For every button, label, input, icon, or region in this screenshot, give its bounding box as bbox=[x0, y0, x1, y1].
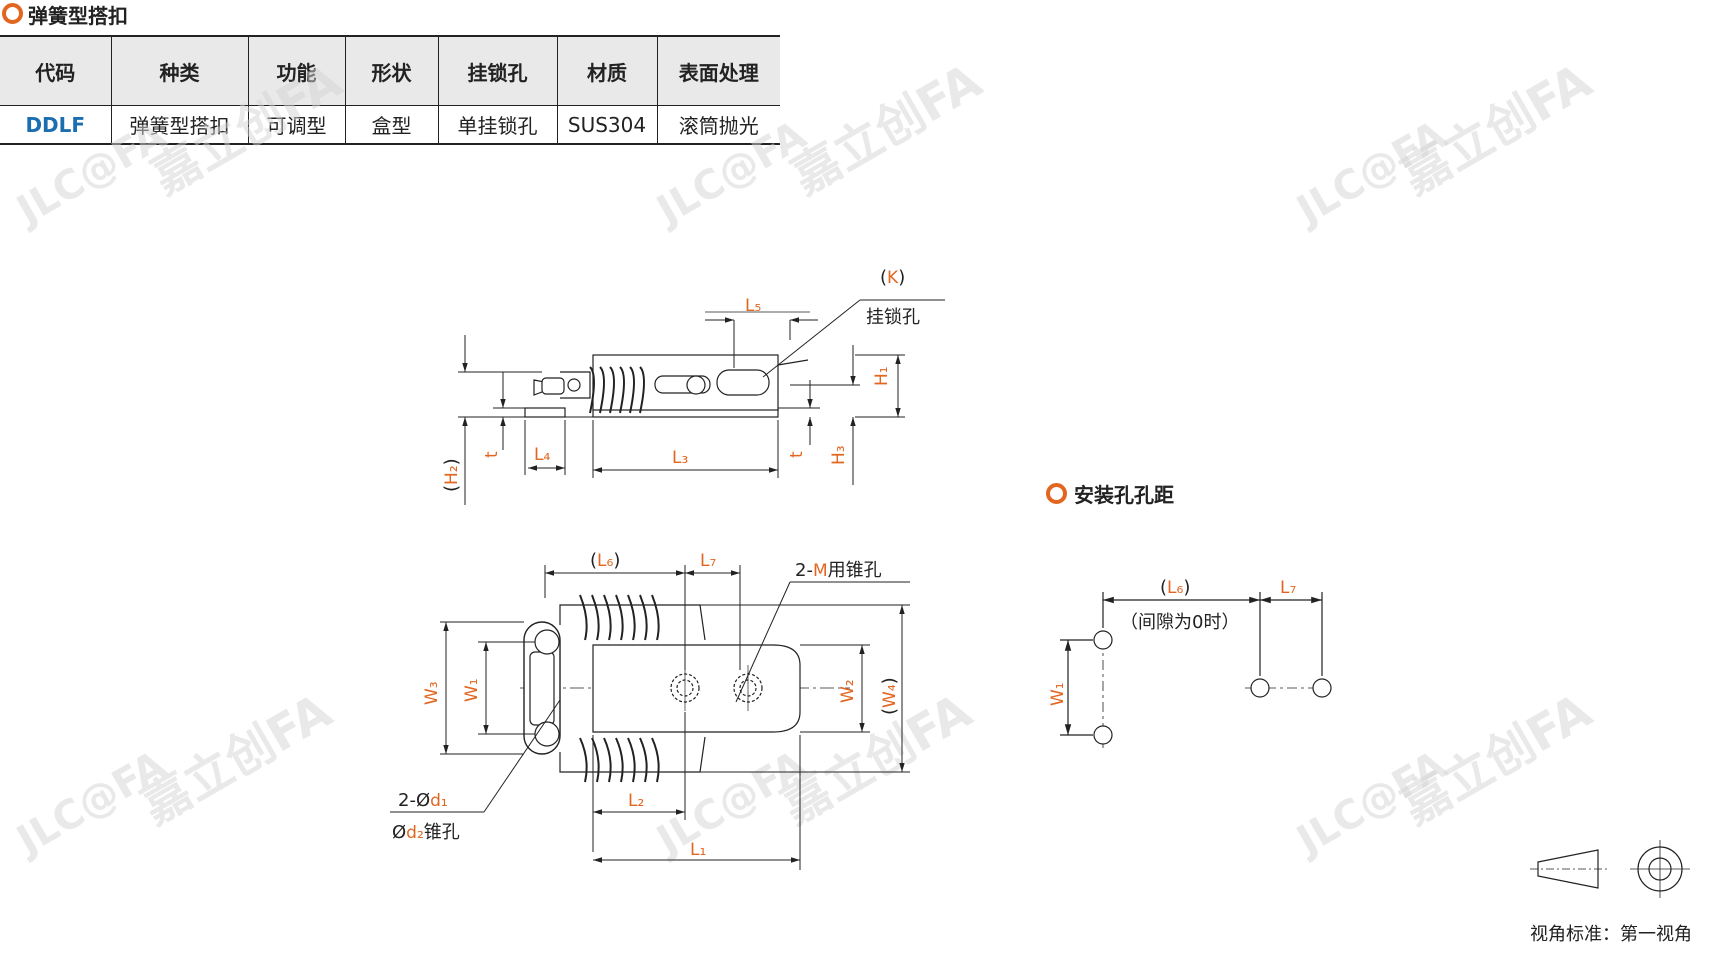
cell-material: SUS304 bbox=[557, 105, 658, 144]
col-header-function: 功能 bbox=[248, 36, 346, 106]
section-bullet-icon bbox=[2, 3, 23, 24]
dim-w4-label: (W₄) bbox=[879, 677, 900, 715]
col-header-shape: 形状 bbox=[345, 36, 439, 106]
spacing-l7-label: L₇ bbox=[1280, 578, 1296, 598]
col-header-material: 材质 bbox=[557, 36, 658, 106]
cell-function: 可调型 bbox=[248, 105, 346, 144]
dim-l5-label: L₅ bbox=[745, 296, 761, 316]
spring-shape bbox=[579, 594, 660, 783]
dim-t-label: t bbox=[787, 451, 807, 458]
hole-spacing-diagram bbox=[1060, 592, 1332, 748]
dim-h1-label: H₁ bbox=[872, 366, 892, 386]
dim-w3-label: W₃ bbox=[422, 681, 442, 705]
gap-note-label: （间隙为0时） bbox=[1120, 612, 1239, 633]
dim-t-label: t bbox=[482, 451, 502, 458]
col-header-surface: 表面处理 bbox=[657, 36, 780, 106]
dim-l4-label: L₄ bbox=[534, 445, 550, 465]
spacing-w1-label: W₁ bbox=[1048, 682, 1068, 706]
dim-l6-label: (L₆) bbox=[590, 550, 620, 571]
cell-code[interactable]: DDLF bbox=[0, 105, 112, 144]
padlock-slot-shape bbox=[716, 369, 770, 396]
dim-l7-label: L₇ bbox=[700, 551, 716, 571]
col-header-code: 代码 bbox=[0, 36, 112, 106]
dim-l3-label: L₃ bbox=[672, 448, 688, 468]
table-header-row: 代码 种类 功能 形状 挂锁孔 材质 表面处理 bbox=[0, 36, 780, 106]
hole-d1-label: 2-Ød₁ bbox=[398, 790, 448, 811]
cell-surface: 滚筒抛光 bbox=[657, 105, 780, 144]
view-standard-label: 视角标准：第一视角 bbox=[1530, 924, 1692, 945]
dim-l1-label: L₁ bbox=[690, 840, 706, 860]
cell-type: 弹簧型搭扣 bbox=[111, 105, 249, 144]
mount-hole-icon bbox=[1093, 630, 1113, 650]
section-bullet-icon bbox=[1046, 483, 1067, 504]
mount-hole-icon bbox=[1093, 725, 1113, 745]
table-row: DDLF 弹簧型搭扣 可调型 盒型 单挂锁孔 SUS304 滚筒抛光 bbox=[0, 105, 780, 144]
section-title-spring-latch: 弹簧型搭扣 bbox=[28, 4, 128, 28]
mount-hole-icon bbox=[1250, 678, 1270, 698]
padlock-hole-label: 挂锁孔 bbox=[866, 307, 920, 328]
top-view bbox=[520, 594, 850, 783]
hook-plate-shape bbox=[524, 407, 566, 418]
dim-l2-label: L₂ bbox=[628, 791, 644, 811]
spec-table: 代码 种类 功能 形状 挂锁孔 材质 表面处理 DDLF 弹簧型搭扣 可调型 盒… bbox=[0, 35, 780, 145]
dim-h3-label: H₃ bbox=[829, 445, 849, 465]
k-label: (K) bbox=[880, 267, 905, 288]
section-title-hole-spacing: 安装孔孔距 bbox=[1074, 483, 1174, 507]
spacing-l6-label: (L₆) bbox=[1160, 577, 1190, 598]
hole-d2-label: Ød₂锥孔 bbox=[392, 822, 460, 843]
mount-hole-icon bbox=[1312, 678, 1332, 698]
dim-w1-label: W₁ bbox=[462, 678, 482, 702]
cell-shape: 盒型 bbox=[345, 105, 439, 144]
projection-symbol-icon bbox=[1530, 840, 1690, 898]
dim-w2-label: W₂ bbox=[838, 679, 858, 703]
latch-body-shape bbox=[592, 644, 801, 733]
cell-padlock-hole: 单挂锁孔 bbox=[438, 105, 558, 144]
col-header-type: 种类 bbox=[111, 36, 249, 106]
col-header-padlock-hole: 挂锁孔 bbox=[438, 36, 558, 106]
spring-shape bbox=[589, 366, 645, 414]
countersink-m-label: 2-M用锥孔 bbox=[795, 560, 882, 581]
side-view bbox=[524, 354, 809, 418]
dim-h2-label: (H₂) bbox=[441, 458, 462, 492]
